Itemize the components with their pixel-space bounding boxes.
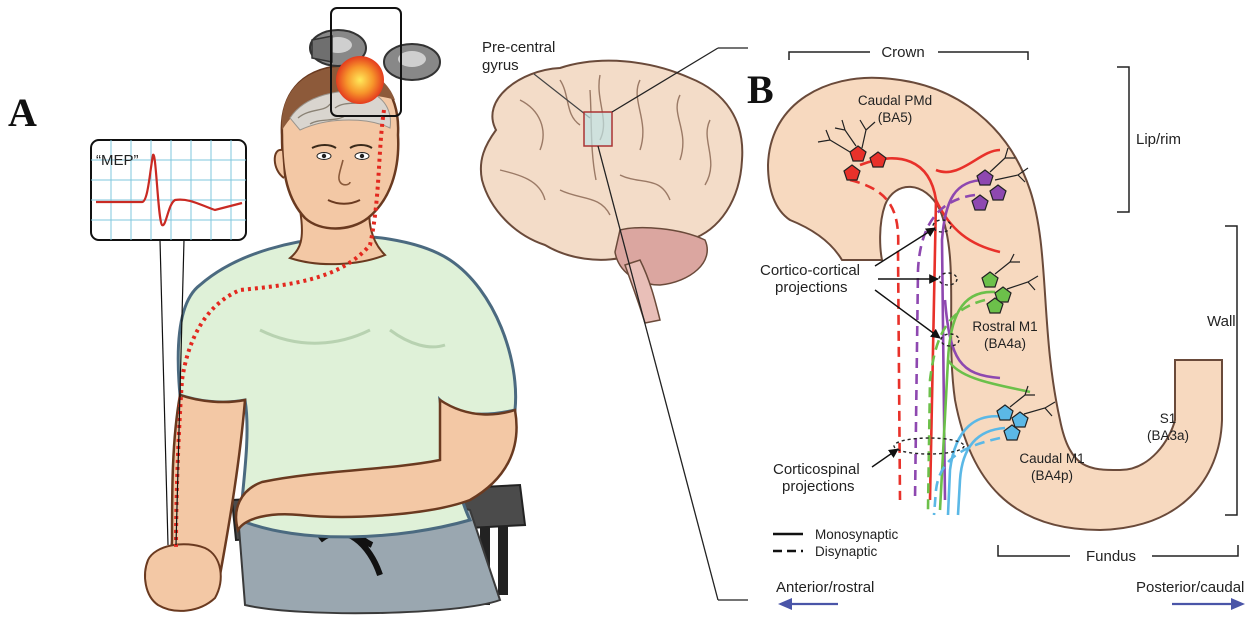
panel-b: B Crown Lip/rim Wall Fundus Caudal PMd (… xyxy=(747,44,1245,610)
caudal-m1-label: Caudal M1 xyxy=(1019,451,1084,466)
legend-mono-label: Monosynaptic xyxy=(815,527,899,542)
corticospinal-arrow xyxy=(872,449,898,467)
panel-a-letter: A xyxy=(8,90,37,135)
precentral-label-line1: Pre-central xyxy=(482,39,555,56)
crown-label: Crown xyxy=(881,44,924,61)
fundus-label: Fundus xyxy=(1086,548,1136,565)
panel-a: A xyxy=(8,8,525,613)
caudal-pmd-label: Caudal PMd xyxy=(858,93,932,108)
posterior-label: Posterior/caudal xyxy=(1136,579,1244,596)
panel-b-letter: B xyxy=(747,67,774,112)
cortico-cortical-arrows xyxy=(875,228,940,338)
precentral-label-line2: gyrus xyxy=(482,57,519,74)
caudal-pmd-ba-label: (BA5) xyxy=(878,110,913,125)
anterior-label: Anterior/rostral xyxy=(776,579,874,596)
crown-bracket: Crown xyxy=(789,44,1028,61)
legend: Monosynaptic Disynaptic xyxy=(773,527,899,559)
rostral-m1-label: Rostral M1 xyxy=(972,319,1037,334)
lip-rim-label: Lip/rim xyxy=(1136,131,1181,148)
wall-label: Wall xyxy=(1207,313,1236,330)
stimulation-burst xyxy=(336,56,384,104)
lip-rim-bracket: Lip/rim xyxy=(1117,67,1181,212)
s1-ba-label: (BA3a) xyxy=(1147,428,1189,443)
anterior-arrow: Anterior/rostral xyxy=(776,579,874,610)
legend-di-label: Disynaptic xyxy=(815,544,878,559)
corticospinal-label-1: Corticospinal xyxy=(773,461,860,478)
cortico-cortical-label-1: Cortico-cortical xyxy=(760,262,860,279)
mep-label: “MEP” xyxy=(96,152,139,169)
hand xyxy=(145,544,221,611)
corticospinal-label-2: projections xyxy=(782,478,855,495)
precentral-highlight xyxy=(584,112,612,146)
posterior-arrow: Posterior/caudal xyxy=(1136,579,1245,610)
cortico-cortical-label-2: projections xyxy=(775,279,848,296)
caudal-m1-ba-label: (BA4p) xyxy=(1031,468,1073,483)
rostral-m1-ba-label: (BA4a) xyxy=(984,336,1026,351)
fundus-bracket: Fundus xyxy=(998,545,1238,565)
s1-label: S1 xyxy=(1160,411,1177,426)
